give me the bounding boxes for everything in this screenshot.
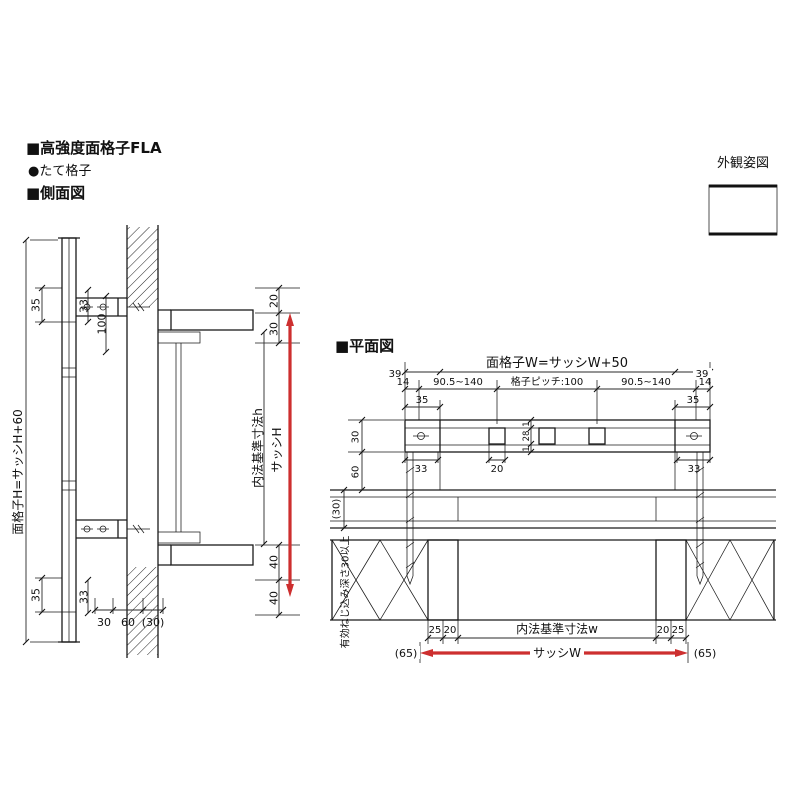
dim-39-right: 39 — [696, 369, 709, 380]
dim-30-member: 30 — [351, 431, 362, 444]
lattice-type-label: ●たて格子 — [28, 163, 91, 179]
side-view-drawing: 35 33 100 面格子H=サッシH+60 35 33 30 60 (30) … — [10, 225, 300, 658]
dim-39-left: 39 — [389, 369, 402, 380]
dim-65-right: (65) — [694, 647, 717, 660]
dim-30-paren-bottom: (30) — [142, 616, 165, 629]
dim-14-right: 14 — [699, 377, 712, 388]
grille-bar-2 — [538, 427, 556, 445]
dim-35-right: 35 — [687, 395, 700, 406]
appearance-label: 外観姿図 — [717, 155, 769, 171]
range-left: 90.5~140 — [433, 377, 483, 388]
dim-20-right-top: 20 — [268, 294, 281, 308]
inner-height-label: 内法基準寸法h — [250, 408, 265, 488]
dim-30-paren-member: (30) — [332, 499, 343, 520]
dim-30-right-top: 30 — [268, 322, 281, 336]
plan-left-dimensions: 30 60 (30) — [332, 416, 404, 532]
appearance-figure: 外観姿図 — [708, 155, 778, 236]
dim-33-right: 33 — [688, 464, 701, 475]
dim-25-right: 25 — [672, 625, 685, 636]
dim-100: 100 — [96, 314, 109, 335]
overall-width-label: 面格子W=サッシW+50 — [486, 355, 628, 371]
dim-60-member: 60 — [351, 466, 362, 479]
dim-14-left: 14 — [397, 377, 410, 388]
dim-35-top: 35 — [30, 298, 43, 312]
grille-bar-section — [58, 237, 150, 643]
jamb-right — [655, 539, 687, 621]
side-view-right-dimensions: 20 30 内法基準寸法h サッシH 40 40 — [250, 284, 300, 619]
dim-40-upper: 40 — [268, 555, 281, 569]
dim-1-bottom: 1 — [522, 446, 532, 451]
dim-65-left: (65) — [395, 647, 418, 660]
jamb-left — [427, 539, 459, 621]
dim-1-top: 1 — [522, 421, 532, 426]
pitch-label: 格子ピッチ:100 — [511, 375, 583, 388]
sash-width-labels: (65) サッシW (65) — [392, 645, 720, 660]
range-right: 90.5~140 — [621, 377, 671, 388]
header: ■高強度面格子FLA ●たて格子 ■側面図 — [26, 139, 162, 202]
dim-28: 28 — [522, 431, 532, 442]
dim-35-bottom: 35 — [30, 588, 43, 602]
grille-member-body — [404, 419, 711, 453]
dim-33-top: 33 — [78, 299, 91, 313]
dim-25-left: 25 — [429, 625, 442, 636]
grille-bar-1 — [488, 427, 506, 445]
dim-20-bar: 20 — [491, 464, 504, 475]
sash-plan-lines — [330, 489, 776, 529]
window-frame-section — [157, 309, 254, 566]
plan-view-heading: ■平面図 — [335, 337, 394, 355]
dim-20-left: 20 — [444, 625, 457, 636]
wall-section — [126, 225, 159, 658]
dim-33-left: 33 — [415, 464, 428, 475]
dim-40-lower: 40 — [268, 591, 281, 605]
side-view-left-dimensions: 35 33 100 面格子H=サッシH+60 35 33 30 60 (30) — [10, 236, 167, 646]
side-view-heading: ■側面図 — [26, 184, 85, 202]
inner-width-label: 内法基準寸法w — [516, 621, 598, 636]
sash-width-label: サッシW — [533, 646, 581, 660]
page-title: ■高強度面格子FLA — [26, 139, 162, 157]
dim-33-bottom: 33 — [78, 590, 91, 604]
dim-60-bottom: 60 — [121, 616, 135, 629]
overall-height-label: 面格子H=サッシH+60 — [10, 409, 25, 534]
dim-30-bottom: 30 — [97, 616, 111, 629]
grille-member-plan — [404, 419, 711, 586]
plan-member-dimensions: 33 20 33 1 28 1 — [401, 416, 714, 475]
plan-bottom-dimensions: 25 20 内法基準寸法w 20 25 — [419, 620, 690, 663]
dim-35-left: 35 — [416, 395, 429, 406]
grille-elevation-box — [708, 184, 778, 236]
screw-depth-note: 有効ねじ込み深さ30以上 — [339, 536, 352, 649]
dim-20-right: 20 — [657, 625, 670, 636]
sash-height-arrow — [286, 313, 294, 597]
plan-top-dimensions: 面格子W=サッシW+50 39 39 14 90.5~140 格子ピッチ:100… — [389, 355, 714, 424]
plan-view-drawing: ■平面図 面格子W=サッシW+50 39 39 14 90.5~140 格子ピッ… — [330, 337, 776, 663]
grille-bar-3 — [588, 427, 606, 445]
sash-height-label: サッシH — [270, 427, 284, 472]
